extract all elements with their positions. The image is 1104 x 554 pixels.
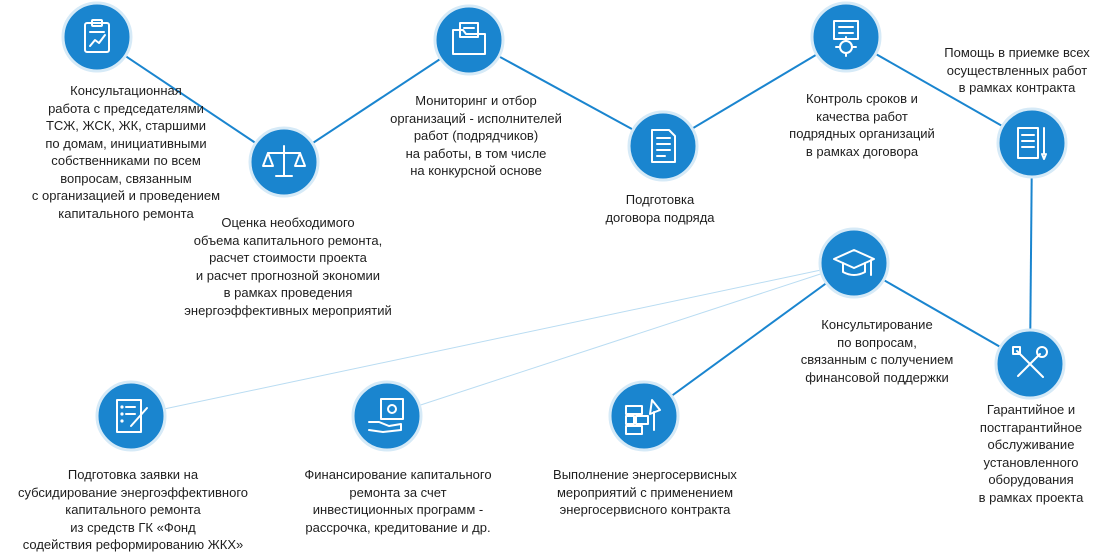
node-consulting[interactable] <box>61 1 133 73</box>
contract-document-icon <box>651 129 676 163</box>
connector-financial-consulting-financing <box>386 262 855 417</box>
node-circle-consulting <box>61 1 133 73</box>
node-financing[interactable] <box>351 380 423 452</box>
bricks-trowel-icon <box>625 399 661 435</box>
label-financing: Финансирование капитального ремонта за с… <box>304 467 492 535</box>
checklist-pen-icon <box>116 399 148 433</box>
node-circle-subsidy <box>95 380 167 452</box>
connector-estimate-monitoring <box>283 39 470 163</box>
connector-consulting-estimate <box>96 36 285 163</box>
connector-financial-consulting-subsidy <box>130 262 855 417</box>
notepad-pen-icon <box>1017 127 1047 160</box>
label-warranty: Гарантийное и постгарантийное обслуживан… <box>978 402 1084 505</box>
wrench-screwdriver-icon <box>1012 346 1048 378</box>
node-energy-service[interactable] <box>608 380 680 452</box>
connector-monitoring-contract <box>468 39 664 147</box>
label-subsidy: Подготовка заявки на субсидирование энер… <box>17 467 249 552</box>
label-contract: Подготовка договора подряда <box>605 192 715 225</box>
node-estimate[interactable] <box>248 126 320 198</box>
label-monitoring: Мониторинг и отбор организаций - исполни… <box>390 93 562 178</box>
node-circle-financial-consulting <box>818 227 890 299</box>
label-estimate: Оценка необходимого объема капитального … <box>184 215 392 318</box>
node-circle-monitoring <box>433 4 505 76</box>
node-warranty[interactable] <box>994 328 1066 400</box>
node-circle-financing <box>351 380 423 452</box>
clipboard-chart-icon <box>84 19 110 53</box>
graduation-cap-icon <box>833 249 875 276</box>
label-acceptance: Помощь в приемке всех осуществленных раб… <box>944 45 1090 95</box>
node-monitoring[interactable] <box>433 4 505 76</box>
connector-control-acceptance <box>845 36 1033 144</box>
node-circle-acceptance <box>996 107 1068 179</box>
node-subsidy[interactable] <box>95 380 167 452</box>
scales-icon <box>262 145 306 177</box>
node-financial-consulting[interactable] <box>818 227 890 299</box>
label-consulting: Консультационная работа с председателями… <box>31 83 221 221</box>
gear-document-icon <box>833 20 859 57</box>
label-control: Контроль сроков и качества работ подрядн… <box>789 91 935 159</box>
connector-financial-consulting-energy-service <box>643 262 855 417</box>
node-acceptance[interactable] <box>996 107 1068 179</box>
label-financial-consulting: Консультирование по вопросам, связанным … <box>800 317 954 385</box>
money-hand-icon <box>368 398 404 433</box>
node-circles <box>61 1 1068 452</box>
node-contract[interactable] <box>627 110 699 182</box>
folder-documents-icon <box>452 22 486 55</box>
connector-acceptance-warranty <box>1029 142 1033 365</box>
connector-contract-control <box>662 36 847 147</box>
node-control[interactable] <box>810 1 882 73</box>
label-energy-service: Выполнение энергосервисных мероприятий с… <box>553 467 737 517</box>
node-circle-contract <box>627 110 699 182</box>
